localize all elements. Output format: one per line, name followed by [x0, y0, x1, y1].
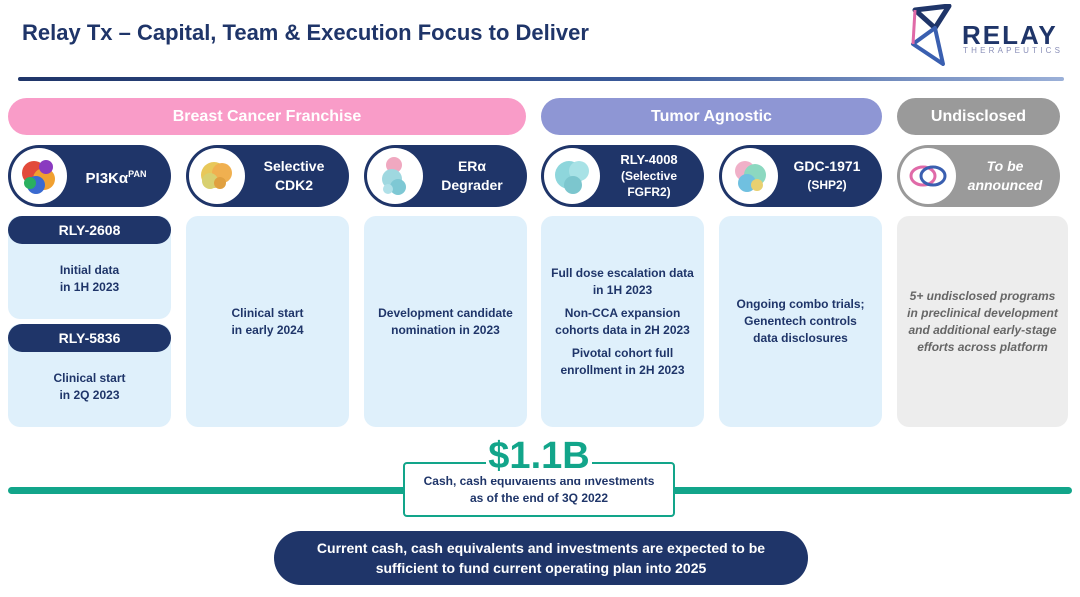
- program-line2: announced: [967, 177, 1043, 193]
- card-line: Genentech controls: [744, 314, 857, 328]
- card-line: cohorts data in 2H 2023: [555, 322, 690, 337]
- card-gdc1971: Ongoing combo trials; Genentech controls…: [719, 216, 882, 427]
- relay-logo-icon: [911, 4, 952, 66]
- card-cdk2: Clinical start in early 2024: [186, 216, 349, 427]
- card-line: nomination in 2023: [391, 322, 500, 337]
- card-line: Clinical start: [231, 305, 304, 320]
- card-line: Initial data: [59, 262, 120, 277]
- subprogram-rly2608: RLY-2608: [8, 216, 171, 244]
- subprogram-label: RLY-5836: [58, 330, 121, 346]
- program-superscript: PAN: [128, 168, 147, 179]
- subprogram-rly5836: RLY-5836: [8, 324, 171, 352]
- program-line1: GDC-1971: [793, 158, 861, 174]
- program-line2: CDK2: [274, 177, 314, 193]
- program-line1: ERα: [457, 158, 487, 174]
- relay-dynamo-icon: [900, 148, 956, 204]
- cash-line: Cash, cash equivalents and investments: [423, 473, 655, 488]
- card-line: Pivotal cohort full: [571, 345, 674, 360]
- program-rly4008: RLY-4008 (Selective FGFR2): [541, 145, 704, 207]
- program-line1: To be: [986, 158, 1024, 174]
- program-pi3k: PI3KαPAN: [8, 145, 171, 207]
- card-line: in 1H 2023: [592, 282, 653, 297]
- program-line1: RLY-4008: [620, 152, 678, 167]
- category-label: Tumor Agnostic: [651, 107, 772, 125]
- era-protein-icon: [367, 148, 423, 204]
- card-line: efforts across platform: [917, 339, 1048, 354]
- page-title: Relay Tx – Capital, Team & Execution Foc…: [22, 20, 589, 45]
- program-tba: To be announced: [897, 145, 1060, 207]
- program-era: ERα Degrader: [364, 145, 527, 207]
- shp2-protein-icon: [722, 148, 778, 204]
- statement-line: Current cash, cash equivalents and inves…: [316, 540, 766, 556]
- logo-wordmark: RELAY: [962, 20, 1058, 50]
- program-line2: Degrader: [441, 177, 503, 193]
- card-line: in 1H 2023: [59, 279, 120, 294]
- funding-statement: Current cash, cash equivalents and inves…: [274, 531, 808, 585]
- category-label: Breast Cancer Franchise: [172, 107, 362, 125]
- category-undisclosed: Undisclosed: [897, 98, 1060, 135]
- program-name: PI3Kα: [85, 169, 129, 187]
- program-line3: FGFR2): [627, 185, 671, 199]
- cash-line: as of the end of 3Q 2022: [469, 490, 609, 505]
- pi3k-protein-icon: [11, 148, 67, 204]
- program-line2: (Selective: [620, 169, 678, 183]
- program-gdc1971: GDC-1971 (SHP2): [719, 145, 882, 207]
- card-line: Clinical start: [53, 370, 126, 385]
- program-line1: Selective: [263, 158, 325, 174]
- card-line: in preclinical development: [907, 305, 1058, 320]
- card-line: Development candidate: [378, 305, 513, 320]
- card-line: Full dose escalation data: [551, 265, 694, 280]
- card-rly4008: Full dose escalation data in 1H 2023 Non…: [541, 216, 704, 427]
- title-divider: [18, 77, 1064, 81]
- program-cdk2: Selective CDK2: [186, 145, 349, 207]
- category-tumor-agnostic: Tumor Agnostic: [541, 98, 882, 135]
- cash-box: Cash, cash equivalents and investments a…: [403, 462, 675, 517]
- card-line: in early 2024: [231, 322, 304, 337]
- cash-amount: $1.1B: [486, 433, 592, 479]
- card-line: data disclosures: [753, 331, 848, 345]
- logo-subtitle: THERAPEUTICS: [963, 46, 1064, 55]
- card-era: Development candidate nomination in 2023: [364, 216, 527, 427]
- relay-logo: [905, 4, 1075, 66]
- card-line: Non-CCA expansion: [564, 305, 681, 320]
- statement-line: sufficient to fund current operating pla…: [375, 560, 707, 576]
- subprogram-label: RLY-2608: [58, 222, 121, 238]
- card-line: enrollment in 2H 2023: [560, 362, 685, 377]
- card-line: 5+ undisclosed programs: [909, 288, 1056, 303]
- fgfr2-protein-icon: [544, 148, 600, 204]
- card-line: and additional early-stage: [908, 322, 1057, 337]
- card-line: Ongoing combo trials;: [736, 297, 865, 311]
- category-breast-cancer: Breast Cancer Franchise: [8, 98, 526, 135]
- card-line: in 2Q 2023: [59, 387, 120, 402]
- category-label: Undisclosed: [930, 107, 1027, 125]
- program-line2: (SHP2): [807, 178, 847, 192]
- card-undisclosed: 5+ undisclosed programs in preclinical d…: [897, 216, 1068, 427]
- cdk2-protein-icon: [189, 148, 245, 204]
